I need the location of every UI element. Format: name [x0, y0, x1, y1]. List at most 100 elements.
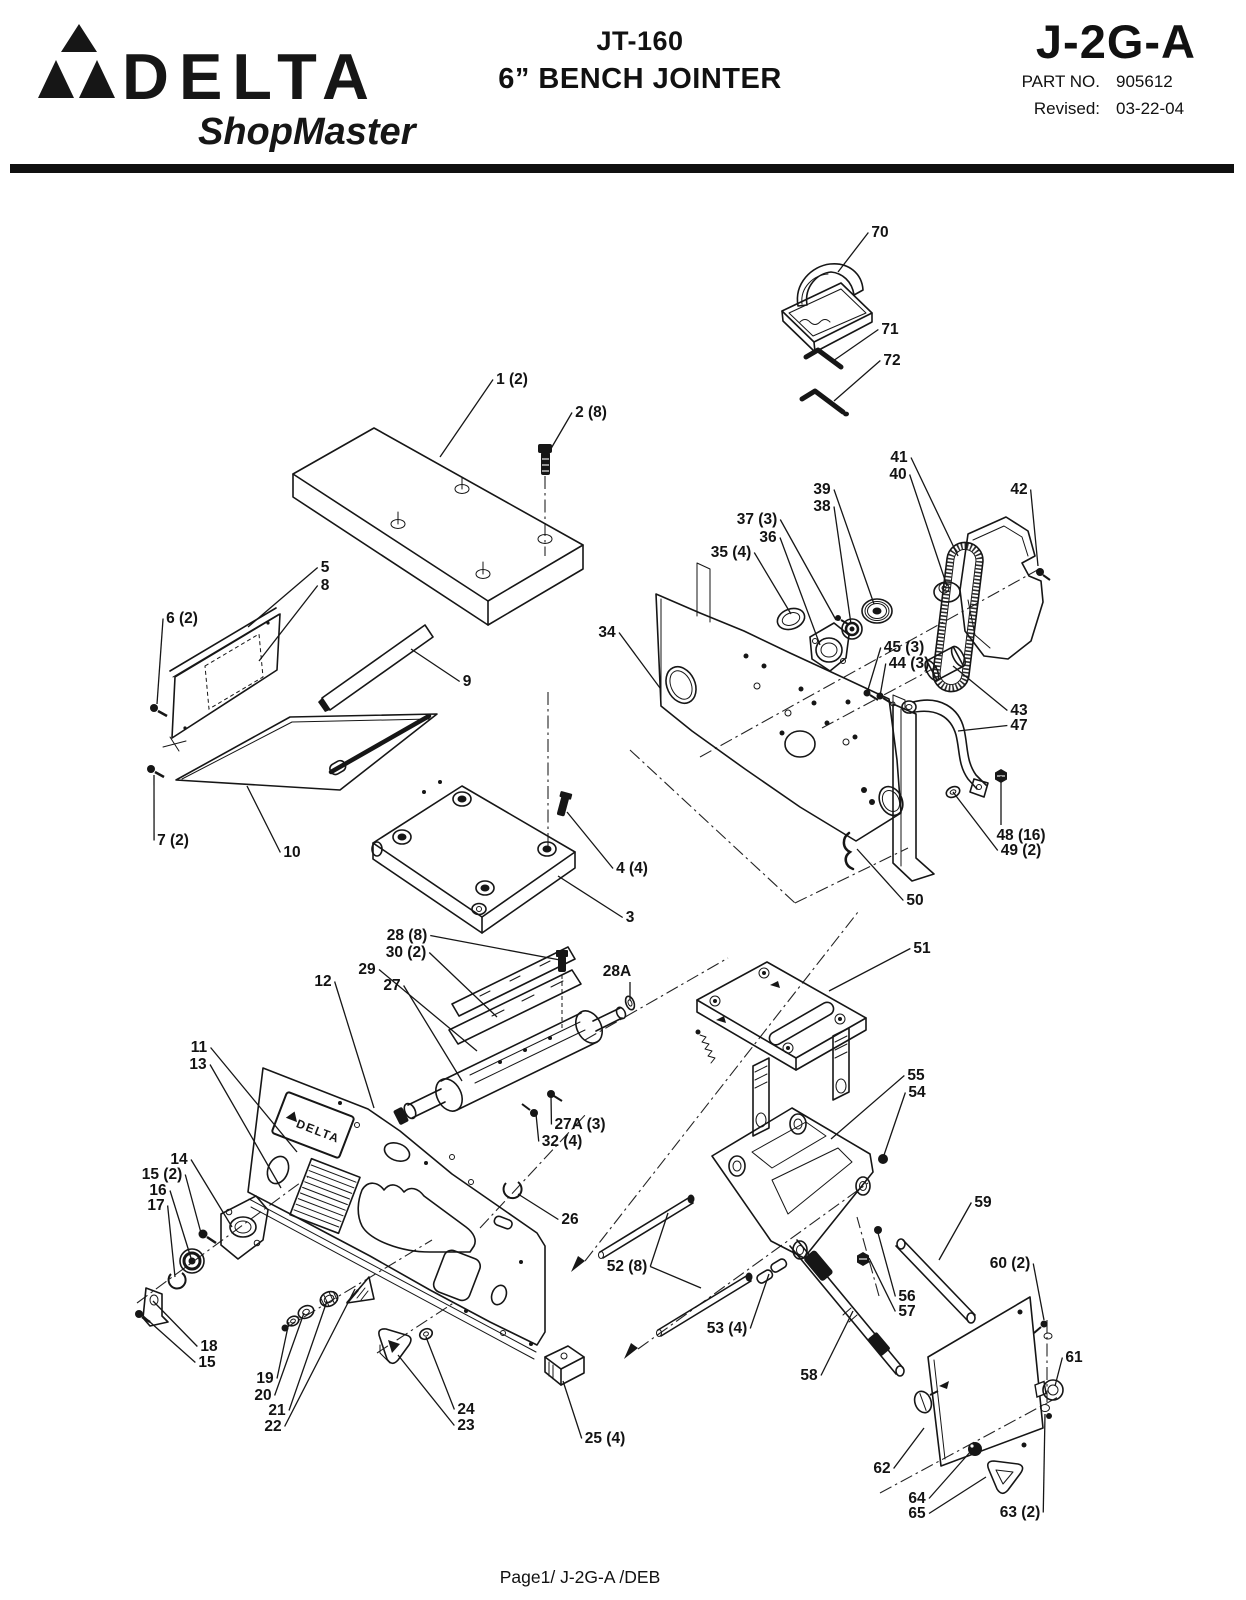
- revised-row: Revised: 03-22-04: [1022, 99, 1196, 119]
- callout-label: 56: [898, 1288, 916, 1305]
- callout-label: 50: [906, 892, 923, 909]
- callout-label: 40: [889, 466, 906, 483]
- part-raising-link: [711, 1107, 888, 1266]
- part-rear-panel: [655, 562, 935, 882]
- callout-label: 72: [883, 352, 900, 369]
- part-screw-4: [556, 791, 573, 817]
- callout-leader-line: [274, 1312, 305, 1396]
- callout-leader-line: [288, 1300, 328, 1411]
- callout-label: 44 (3): [889, 655, 930, 672]
- callout-label: 22: [264, 1418, 281, 1435]
- callout-label: 27: [383, 977, 400, 994]
- part-abrasive-strip: [318, 624, 434, 712]
- callout-label: 29: [358, 961, 376, 978]
- part-motor-mount: [695, 961, 867, 1137]
- page-footer: Page1/ J-2G-A /DEB: [0, 1567, 1160, 1588]
- callout-label: 19: [256, 1370, 274, 1387]
- part-side-plate: [913, 1296, 1047, 1467]
- callout-leader-line: [837, 232, 869, 273]
- part-belt-guard: [959, 516, 1051, 660]
- callout-label: 11: [191, 1039, 208, 1056]
- callout-label: 24: [457, 1401, 475, 1418]
- callout-leader-line: [276, 1321, 290, 1379]
- callout-leader-line: [833, 360, 881, 402]
- callout-label: 5: [321, 559, 330, 576]
- callout-leader-line: [879, 663, 887, 697]
- callout-label: 20: [254, 1387, 271, 1404]
- part-bearing-train: [776, 598, 893, 672]
- callout-leader-line: [779, 537, 821, 646]
- badge-text: DELTA: [294, 1117, 342, 1146]
- callout-label: 21: [268, 1402, 286, 1419]
- callout-label: 39: [813, 481, 831, 498]
- callout-label: 10: [283, 844, 300, 861]
- logo-triangle-icon: [79, 60, 115, 98]
- callout-label: 15 (2): [142, 1166, 183, 1183]
- callout-leader-line: [428, 952, 498, 1018]
- callout-label: 38: [813, 498, 831, 515]
- part-pivot-rod: [895, 1238, 976, 1324]
- callout-leader-line: [425, 1336, 455, 1410]
- grommets: [392, 791, 557, 896]
- part-push-block: [781, 263, 873, 353]
- callout-label: 48 (16): [996, 827, 1045, 844]
- callout-leader-line: [928, 1450, 972, 1499]
- callout-label: 28A: [603, 963, 631, 980]
- part-socket-screw: [538, 444, 552, 475]
- callout-label: 14: [170, 1151, 188, 1168]
- callout-leader-line: [952, 665, 1008, 712]
- callout-label: 53 (4): [707, 1320, 748, 1337]
- part-fence-plate: [169, 607, 281, 739]
- callout-label: 49 (2): [1001, 842, 1042, 859]
- callout-leader-line: [166, 1205, 176, 1278]
- callout-label: 30 (2): [386, 944, 427, 961]
- part-fence-knob-set: [281, 1276, 434, 1365]
- callout-label: 1 (2): [496, 371, 528, 388]
- callout-label: 47: [1010, 717, 1027, 734]
- callout-leader-line: [749, 1273, 770, 1329]
- part-no-row: PART NO. 905612: [1022, 72, 1196, 92]
- callout-leader-line: [832, 328, 879, 362]
- part-rubber-foot: [544, 1345, 585, 1386]
- callout-label: 25 (4): [585, 1430, 626, 1447]
- delta-badge: DELTA: [271, 1091, 355, 1159]
- callout-leader-line: [649, 1265, 702, 1289]
- callout-leader-line: [1054, 1357, 1064, 1387]
- callout-leader-line: [909, 474, 948, 587]
- callout-leader-line: [1042, 1413, 1046, 1513]
- part-hex-wrench: [799, 347, 849, 417]
- callout-leader-line: [517, 1193, 559, 1221]
- callout-leader-line: [828, 947, 911, 992]
- part-small-screws-6-7: [147, 704, 168, 779]
- callout-leader-line: [410, 648, 461, 683]
- header-divider: [10, 164, 1234, 173]
- model-number: JT-160: [596, 26, 684, 56]
- callout-label: 37 (3): [737, 511, 778, 528]
- callout-label: 58: [800, 1367, 818, 1384]
- callout-leader-line: [210, 1047, 298, 1153]
- part-brace-bracket: [901, 699, 989, 798]
- callout-label: 15: [198, 1354, 216, 1371]
- callout-leader-line: [893, 1427, 925, 1469]
- brand-subname: ShopMaster: [198, 111, 418, 153]
- part-bearing-flange: [135, 1195, 269, 1327]
- callout-leader-line: [1032, 1263, 1045, 1321]
- callout-leader-line: [779, 519, 837, 621]
- part-support-rods: [598, 1194, 788, 1337]
- callout-leader-line: [169, 1190, 192, 1259]
- document-code-block: J-2G-A PART NO. 905612 Revised: 03-22-04: [1022, 18, 1196, 119]
- callout-leader-line: [866, 647, 882, 694]
- page-footer-text: Page1/ J-2G-A /DEB: [499, 1567, 661, 1587]
- callout-label: 17: [147, 1197, 164, 1214]
- callout-leader-line: [430, 934, 561, 961]
- callout-label: 27A (3): [554, 1116, 605, 1133]
- callout-label: 55: [907, 1067, 925, 1084]
- callout-label: 59: [974, 1194, 992, 1211]
- callout-label: 9: [463, 673, 472, 690]
- callout-label: 13: [189, 1056, 207, 1073]
- part-cutterhead-pulley: [924, 645, 966, 682]
- callout-label: 65: [908, 1505, 926, 1522]
